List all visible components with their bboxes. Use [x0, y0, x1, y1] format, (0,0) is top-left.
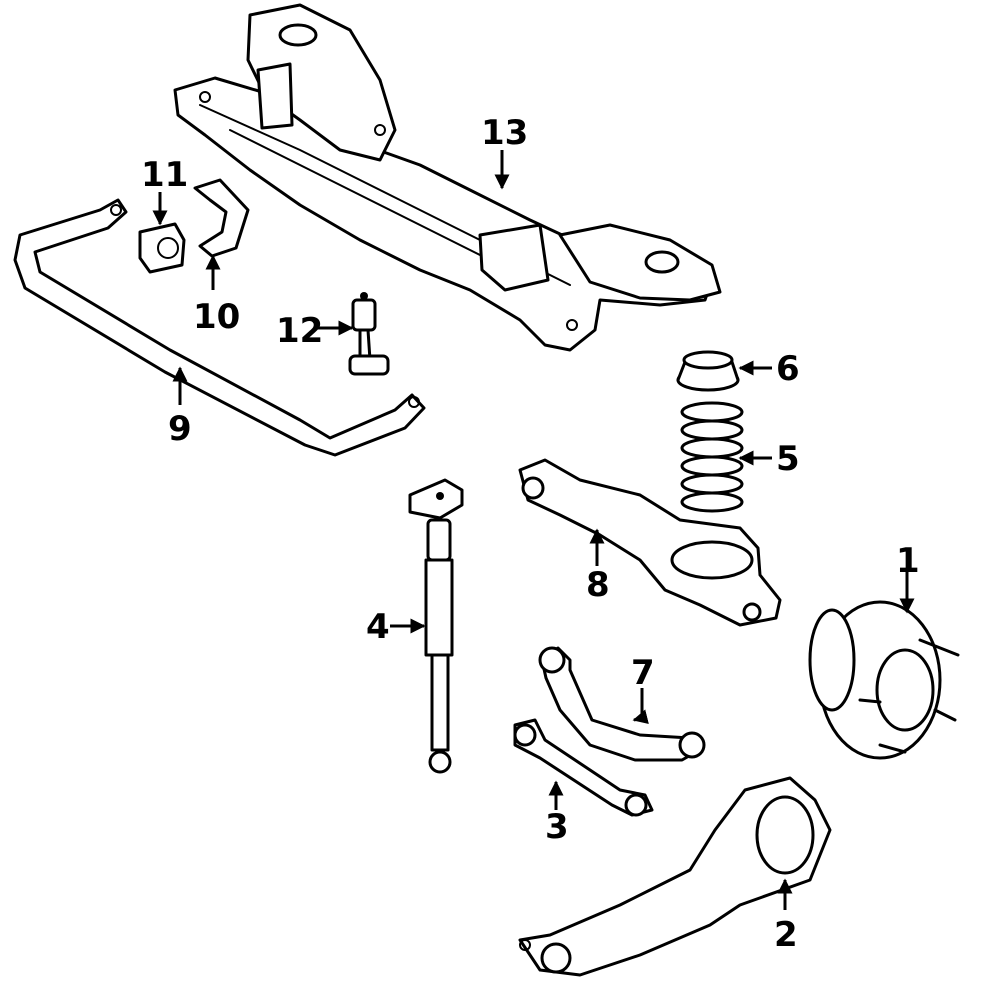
callout-1: 1 [896, 541, 920, 581]
callout-3: 3 [545, 807, 569, 847]
coil-spring-part [680, 401, 744, 513]
stabilizer-link-part [348, 292, 390, 376]
callout-6: 6 [776, 349, 800, 389]
callout-11: 11 [141, 155, 188, 195]
callout-12: 12 [276, 311, 323, 351]
callout-arrows [152, 150, 915, 910]
callout-2: 2 [774, 915, 798, 955]
crossmember-part [173, 3, 722, 352]
callout-7: 7 [631, 653, 655, 693]
stabilizer-bushing-part [138, 222, 186, 274]
callout-9: 9 [168, 409, 192, 449]
stabilizer-bracket-part [193, 178, 250, 258]
spring-insulator-part [676, 350, 740, 392]
shock-absorber-part [408, 478, 464, 774]
callout-4: 4 [366, 607, 390, 647]
callout-5: 5 [776, 439, 800, 479]
callout-13: 13 [481, 113, 528, 153]
upper-control-arm-part [538, 646, 706, 762]
knuckle-part [518, 776, 832, 977]
lateral-link-part [513, 718, 654, 817]
hub-bearing-part [808, 600, 960, 760]
callout-8: 8 [586, 565, 610, 605]
callout-10: 10 [193, 297, 240, 337]
stabilizer-bar-part [13, 198, 426, 457]
